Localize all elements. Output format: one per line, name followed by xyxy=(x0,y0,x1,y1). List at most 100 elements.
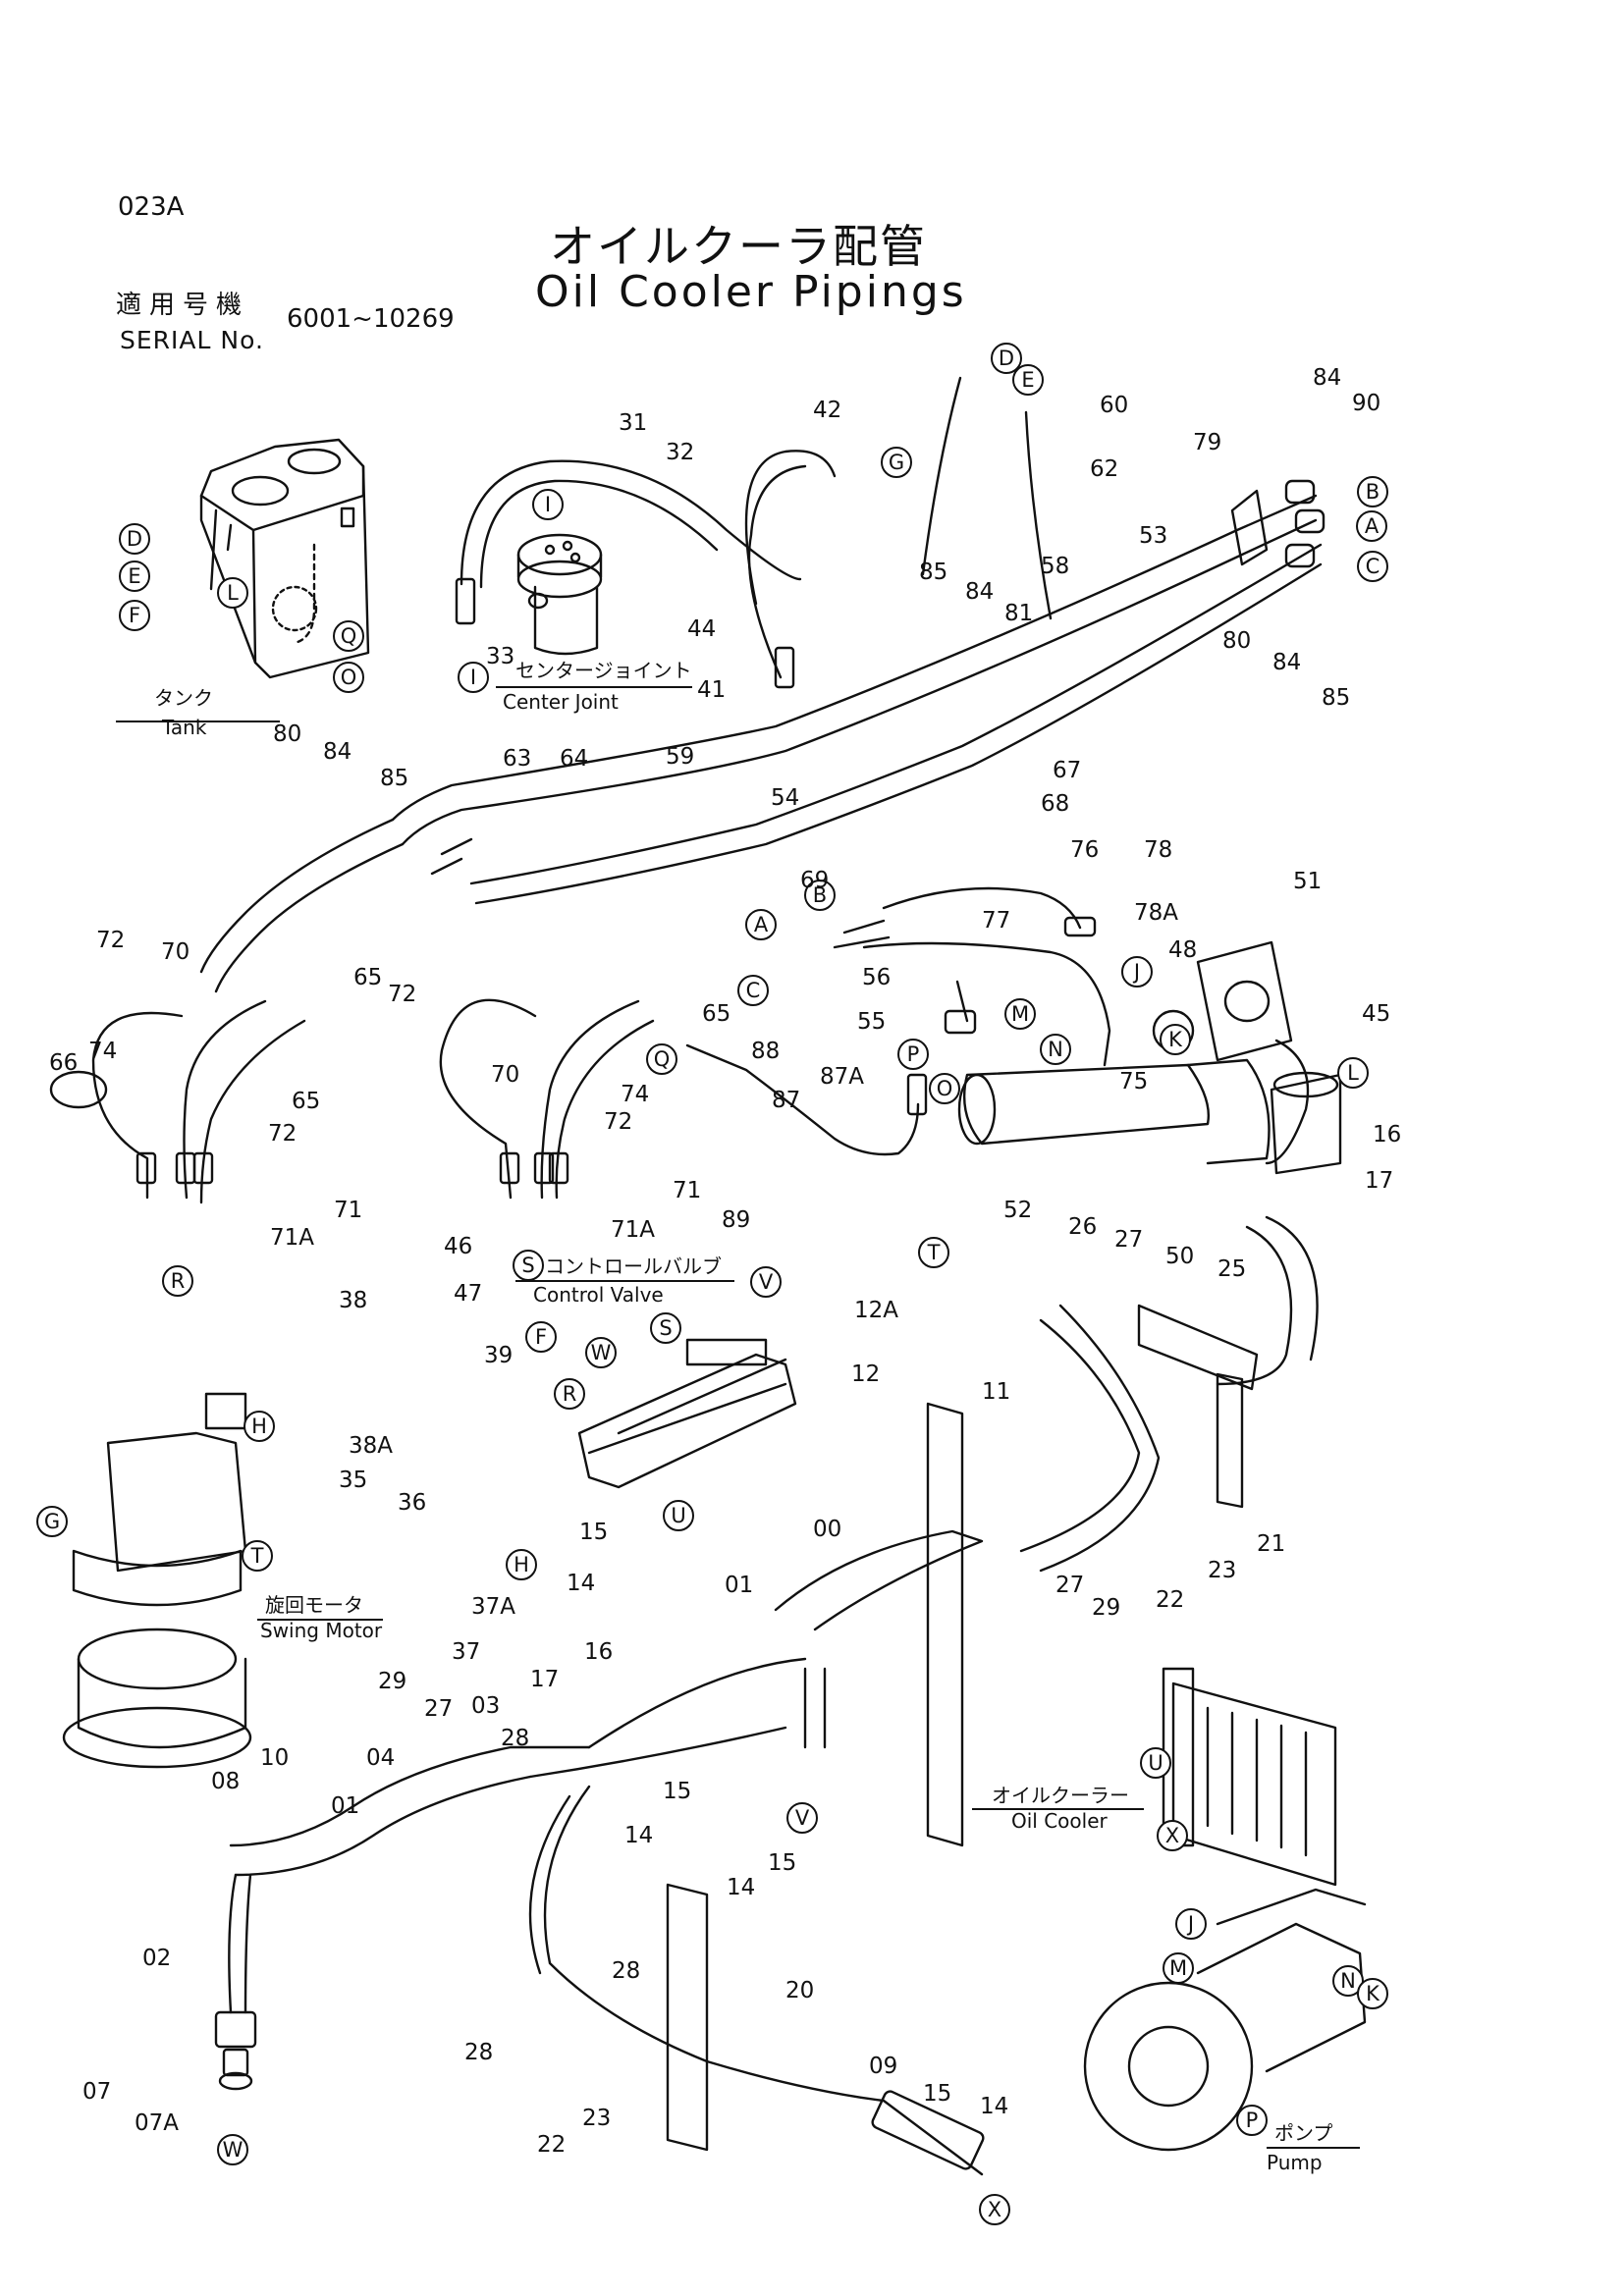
ref-P: P xyxy=(907,1042,920,1066)
part-62: 62 xyxy=(1090,456,1118,482)
part-22: 22 xyxy=(537,2132,566,2158)
ref-O: O xyxy=(341,666,357,689)
serial-range: 6001~10269 xyxy=(287,304,455,334)
ref-G: G xyxy=(889,451,904,474)
ref-V: V xyxy=(759,1270,774,1294)
part-88: 88 xyxy=(751,1039,780,1064)
part-29: 29 xyxy=(1092,1595,1120,1621)
ref-K: K xyxy=(1168,1028,1183,1051)
ref-R: R xyxy=(563,1382,577,1406)
caption-control-valve-en: Control Valve xyxy=(533,1283,664,1307)
serial-label-japanese: 適用号機 xyxy=(116,291,250,320)
control-valve-drawing xyxy=(577,1338,797,1489)
ref-N: N xyxy=(1340,1969,1356,1993)
part-14: 14 xyxy=(727,1875,755,1900)
ref-X: X xyxy=(988,2198,1001,2221)
ref-P: P xyxy=(1246,2109,1259,2132)
part-72: 72 xyxy=(604,1109,632,1135)
part-15: 15 xyxy=(579,1520,608,1545)
part-37: 37 xyxy=(452,1639,480,1665)
title-english: Oil Cooler Pipings xyxy=(535,267,967,317)
ref-E: E xyxy=(128,564,140,588)
ref-U: U xyxy=(1148,1751,1163,1775)
part-12A: 12A xyxy=(854,1298,898,1323)
ref-I: I xyxy=(545,493,551,516)
part-26: 26 xyxy=(1068,1214,1097,1240)
caption-swing-motor-jp: 旋回モータ xyxy=(265,1593,363,1617)
part-46: 46 xyxy=(444,1234,472,1259)
part-84: 84 xyxy=(1272,650,1301,675)
part-01: 01 xyxy=(725,1573,753,1598)
part-50: 50 xyxy=(1165,1244,1194,1269)
oil-cooler-drawing xyxy=(1162,1667,1337,1887)
part-55: 55 xyxy=(857,1009,886,1035)
clamp-66 xyxy=(49,1070,108,1109)
part-70: 70 xyxy=(161,939,189,965)
ref-J: J xyxy=(1186,1912,1194,1936)
part-51: 51 xyxy=(1293,869,1322,894)
part-15: 15 xyxy=(923,2081,951,2107)
title-japanese: オイルクーラ配管 xyxy=(550,220,927,273)
part-17: 17 xyxy=(530,1667,559,1692)
center-joint-drawing xyxy=(516,533,603,656)
part-15: 15 xyxy=(663,1779,691,1804)
part-72: 72 xyxy=(268,1121,297,1147)
part-42: 42 xyxy=(813,398,841,423)
part-39: 39 xyxy=(484,1343,513,1368)
part-07A: 07A xyxy=(135,2110,179,2136)
ref-M: M xyxy=(1169,1956,1187,1980)
part-64: 64 xyxy=(560,746,588,772)
part-79: 79 xyxy=(1193,430,1221,455)
part-16: 16 xyxy=(584,1639,613,1665)
part-71A: 71A xyxy=(611,1217,655,1243)
part-10: 10 xyxy=(260,1745,289,1771)
ref-W: W xyxy=(591,1341,612,1364)
part-47: 47 xyxy=(454,1281,482,1307)
part-48: 48 xyxy=(1168,937,1197,963)
ref-B: B xyxy=(813,883,827,907)
part-72: 72 xyxy=(96,928,125,953)
ref-Q: Q xyxy=(341,624,357,648)
part-65: 65 xyxy=(292,1089,320,1114)
part-04: 04 xyxy=(366,1745,395,1771)
ref-W: W xyxy=(223,2138,243,2162)
part-65: 65 xyxy=(702,1001,730,1027)
part-00: 00 xyxy=(813,1517,841,1542)
part-77: 77 xyxy=(982,908,1010,934)
part-78A: 78A xyxy=(1134,900,1178,926)
ref-F: F xyxy=(129,604,140,627)
ref-K: K xyxy=(1366,1982,1380,2005)
ref-T: T xyxy=(250,1544,264,1568)
part-37A: 37A xyxy=(471,1594,515,1620)
part-85: 85 xyxy=(919,560,947,585)
part-45: 45 xyxy=(1362,1001,1390,1027)
part-20: 20 xyxy=(785,1978,814,2003)
part-22: 22 xyxy=(1156,1587,1184,1613)
part-35: 35 xyxy=(339,1468,367,1493)
part-71: 71 xyxy=(673,1178,701,1203)
ref-N: N xyxy=(1048,1038,1063,1061)
part-85: 85 xyxy=(1322,685,1350,711)
part-14: 14 xyxy=(624,1823,653,1848)
part-27: 27 xyxy=(1114,1227,1143,1253)
caption-oil-cooler-en: Oil Cooler xyxy=(1011,1809,1109,1833)
part-63: 63 xyxy=(503,746,531,772)
part-31: 31 xyxy=(619,410,647,436)
ref-I: I xyxy=(470,666,476,689)
caption-pump-jp: ポンプ xyxy=(1274,2121,1332,2145)
part-90: 90 xyxy=(1352,391,1380,416)
caption-swing-motor-en: Swing Motor xyxy=(260,1619,383,1642)
serial-label-english: SERIAL No. xyxy=(120,326,264,354)
part-23: 23 xyxy=(1208,1558,1236,1583)
part-44: 44 xyxy=(687,616,716,642)
part-66: 66 xyxy=(49,1050,78,1076)
ref-D: D xyxy=(999,347,1014,370)
part-65: 65 xyxy=(353,965,382,990)
part-01: 01 xyxy=(331,1793,359,1819)
hose-32 xyxy=(479,479,719,589)
part-36: 36 xyxy=(398,1490,426,1516)
pump-drawing xyxy=(1083,1888,1367,2152)
part-12: 12 xyxy=(851,1362,880,1387)
part-03: 03 xyxy=(471,1693,500,1719)
ref-T: T xyxy=(927,1241,941,1264)
